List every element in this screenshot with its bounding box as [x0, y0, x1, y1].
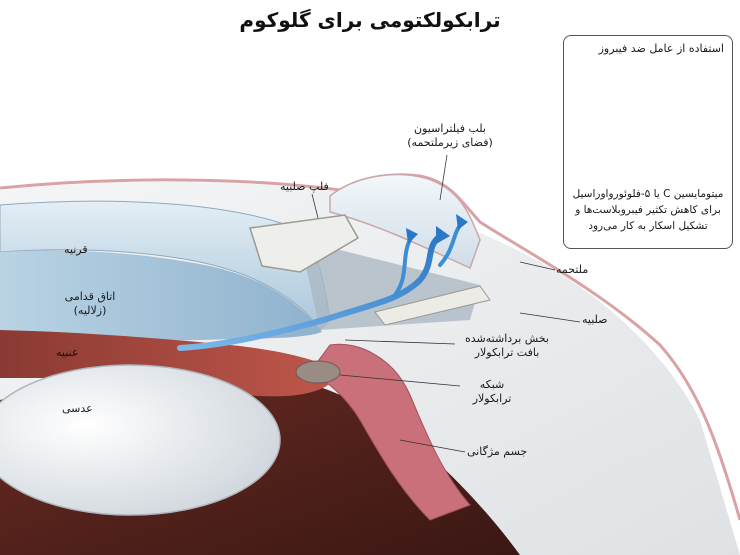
label-cornea: قرنیه — [64, 243, 88, 256]
flow-arrowhead-1 — [436, 226, 450, 244]
label-removed-tissue-line1: بخش برداشته‌شده — [465, 332, 549, 345]
page-title: ترابکولکتومی برای گلوکوم — [239, 8, 501, 32]
label-bleb-line1: بلب فیلتراسیون — [414, 122, 486, 135]
scleral-flap-shape — [249, 214, 360, 273]
label-removed-tissue-line2: بافت ترابکولار — [474, 346, 540, 359]
anterior-chamber — [0, 250, 322, 341]
lens — [0, 364, 281, 516]
label-conjunctiva: ملتحمه — [556, 263, 589, 276]
aqueous-flow-main — [177, 233, 443, 351]
scleral-bed — [374, 285, 491, 326]
label-anterior-chamber-line2: (زلالیه) — [73, 304, 107, 317]
label-lens: عدسی — [62, 402, 93, 415]
leader-lines — [311, 154, 581, 453]
label-sclera: صلبیه — [582, 313, 608, 326]
label-iris: عنبیه — [56, 346, 79, 359]
label-bleb: بلب فیلتراسیون (فضای زیرملتحمه) — [400, 122, 500, 150]
flow-arrowhead-2 — [406, 228, 418, 244]
label-anterior-chamber: اتاق قدامی (زلالیه) — [50, 290, 130, 318]
label-scleral-flap: فلپ صلبیه — [280, 180, 329, 193]
ciliary-body-region — [309, 343, 471, 521]
iris — [0, 330, 340, 397]
inset-caption: میتومایسین C یا ۵-فلوئورواوراسیل برای کا… — [570, 186, 726, 234]
label-removed-tissue: بخش برداشته‌شده بافت ترابکولار — [452, 332, 562, 360]
inset-caption-line2: برای کاهش تکثیر فیبروبلاست‌ها و — [575, 204, 721, 216]
label-trabecular-meshwork: شبکه ترابکولار — [462, 378, 522, 406]
filtering-bleb — [329, 173, 481, 270]
label-ciliary-body: جسم مژگانی — [467, 445, 528, 458]
flow-arrowhead-3 — [456, 214, 468, 230]
trabecular-meshwork — [295, 360, 341, 384]
inset-caption-line3: تشکیل اسکار به کار می‌رود — [588, 220, 708, 232]
inset-box: استفاده از عامل ضد فیبروز میتومایسین C ی… — [563, 35, 733, 249]
label-trabecular-line2: ترابکولار — [472, 392, 512, 405]
label-bleb-line2: (فضای زیرملتحمه) — [407, 136, 493, 149]
label-trabecular-line1: شبکه — [479, 378, 505, 391]
inset-caption-line1: میتومایسین C یا ۵-فلوئورواوراسیل — [572, 188, 724, 200]
label-anterior-chamber-line1: اتاق قدامی — [64, 290, 116, 303]
conjunctiva-layer — [0, 173, 740, 521]
inset-title: استفاده از عامل ضد فیبروز — [598, 42, 724, 55]
